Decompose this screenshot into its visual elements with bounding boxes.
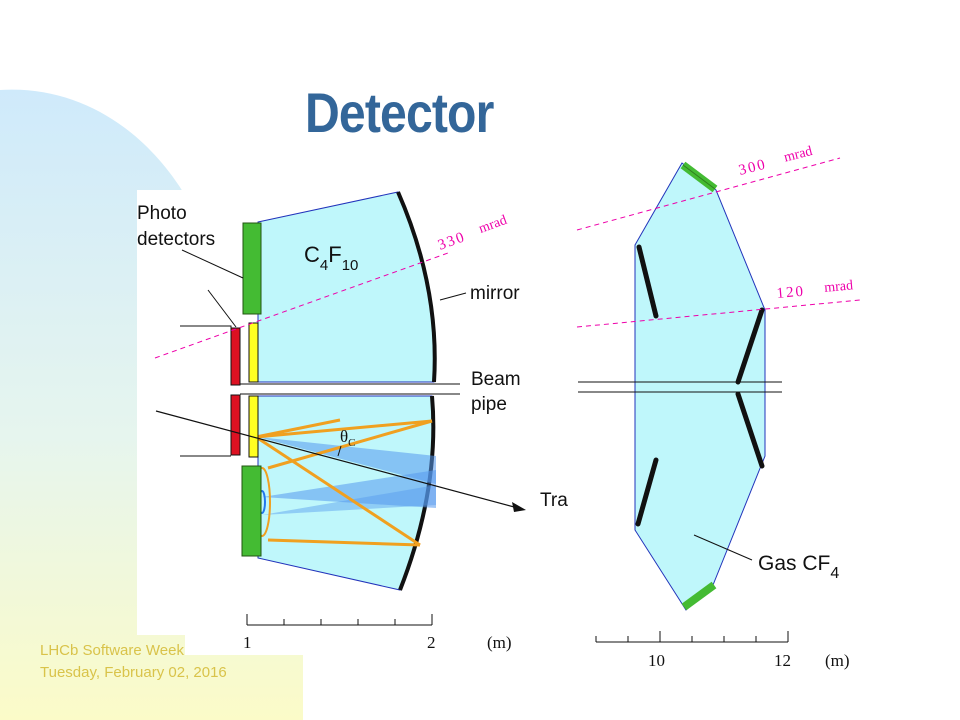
radiator-label-f: F — [328, 242, 341, 267]
rich2-photodetector-top-edge — [682, 164, 716, 190]
angle-300-unit: mrad — [782, 144, 814, 166]
rich2-beam-pipe — [578, 381, 782, 393]
shield-leader-lines — [180, 289, 237, 457]
photo-detectors-leader — [181, 249, 244, 279]
theta-symbol: θ — [340, 427, 348, 446]
angle-120-value: 120 — [776, 284, 806, 302]
photodetector-lower — [241, 465, 262, 557]
gas-label-main: Gas CF — [758, 552, 830, 575]
theta-leader — [337, 445, 342, 457]
magnetic-shield-lower — [230, 394, 241, 456]
angle-330-value: 330 — [436, 229, 468, 254]
acceptance-line-120mrad — [576, 299, 861, 328]
quartz-window-upper — [248, 322, 259, 383]
angle-label-300: 300 mrad — [737, 144, 814, 179]
angle-330-unit: mrad — [477, 213, 509, 237]
angle-label-120: 120 mrad — [776, 278, 854, 302]
angle-label-330: 330 mrad — [436, 213, 509, 254]
acceptance-line-300mrad — [576, 157, 841, 231]
footer-event: LHCb Software Week — [40, 642, 184, 659]
radiator-label: C4F10 — [304, 242, 358, 274]
acceptance-line-330mrad — [154, 252, 449, 359]
mirror-leader — [439, 292, 467, 301]
track-label: Tra — [540, 490, 568, 511]
rich1-detector: Photo detectors C4F10 mirror Beam pipe θ… — [137, 191, 568, 652]
quartz-window-lower — [248, 395, 259, 458]
rich1-beam-pipe — [240, 383, 460, 395]
radiator-label-sub1: 4 — [320, 257, 328, 274]
rich2-detector: 300 mrad 120 mrad Gas CF4 10 12 (m) — [576, 144, 861, 670]
cherenkov-cone-lower — [262, 470, 436, 508]
beam-pipe-label-line2: pipe — [471, 394, 507, 415]
radiator-label-sub2: 10 — [342, 257, 359, 274]
angle-300-value: 300 — [737, 156, 769, 178]
gas-label-sub: 4 — [830, 565, 839, 582]
rich2-axis — [595, 631, 789, 643]
track-arrow-head — [512, 502, 526, 512]
magnetic-shield-upper — [230, 327, 241, 386]
rich2-mirrors — [635, 244, 765, 527]
rich1-axis-unit: (m) — [487, 633, 512, 652]
photo-detectors-label-line2: detectors — [137, 229, 215, 250]
footer: LHCb Software Week Tuesday, February 02,… — [40, 640, 227, 684]
rich2-axis-tick-10: 10 — [648, 651, 665, 670]
gas-leader — [693, 534, 753, 561]
beam-pipe-label-line1: Beam — [471, 369, 521, 390]
theta-subscript: C — [348, 437, 355, 449]
angle-120-unit: mrad — [824, 278, 854, 295]
page-title: Detector — [305, 81, 494, 144]
radiator-label-c: C — [304, 242, 320, 267]
footer-date: Tuesday, February 02, 2016 — [40, 664, 227, 681]
rich2-photodetector-bottom — [681, 581, 717, 611]
rich2-axis-unit: (m) — [825, 651, 850, 670]
photo-detectors-label-line1: Photo — [137, 203, 187, 224]
rich2-gas-volume — [634, 162, 766, 611]
photodetector-upper — [242, 222, 262, 315]
rich2-axis-tick-12: 12 — [774, 651, 791, 670]
cherenkov-cone-upper — [258, 437, 436, 484]
rich1-axis-tick-2: 2 — [427, 633, 436, 652]
rich1-axis-tick-1: 1 — [243, 633, 252, 652]
rich1-axis — [246, 614, 433, 626]
gas-cf4-label: Gas CF4 — [758, 552, 839, 582]
theta-c-label: θC — [340, 427, 356, 449]
particle-track — [155, 410, 519, 509]
cherenkov-rays — [255, 418, 433, 547]
mirror-label: mirror — [470, 283, 520, 304]
rich1-upper-mirror — [396, 191, 437, 383]
